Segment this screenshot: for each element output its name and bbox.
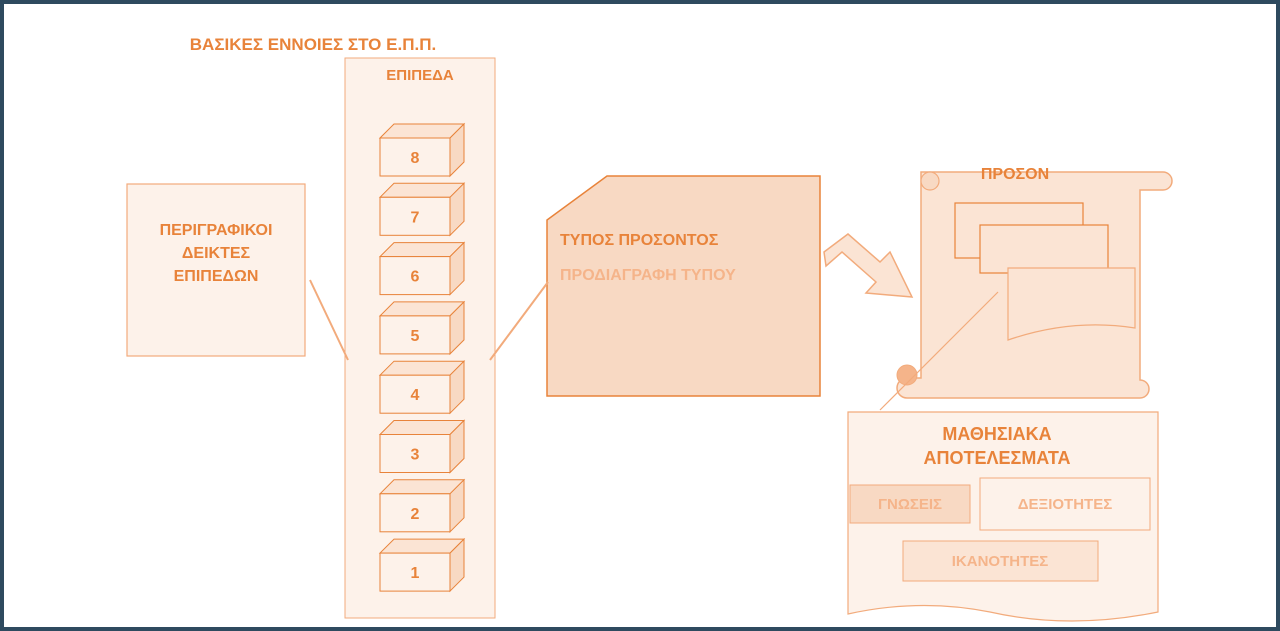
descriptors-connector [309, 279, 349, 361]
level-label-6: 6 [411, 269, 420, 286]
learning-outcomes-line-2: ΑΠΟΤΕΛΕΣΜΑΤΑ [924, 448, 1071, 468]
level-label-1: 1 [411, 565, 420, 582]
arrow-icon [823, 233, 914, 298]
levels-stack: 8 7 6 5 4 3 2 1 [378, 122, 466, 593]
level-box-3: 3 [378, 419, 466, 474]
diagram-title: ΒΑΣΙΚΕΣ ΕΝΝΟΙΕΣ ΣΤΟ Ε.Π.Π. [190, 35, 436, 54]
skills-box [979, 477, 1151, 531]
level-box-4: 4 [378, 359, 466, 415]
descriptors-line-1: ΠΕΡΙΓΡΑΦΙΚΟΙ [160, 222, 273, 239]
level-label-4: 4 [411, 387, 420, 404]
descriptors-box [126, 183, 306, 357]
level-box-1: 1 [378, 537, 466, 593]
qualification-title: ΠΡΟΣΟΝ [981, 166, 1049, 183]
level-box-2: 2 [378, 478, 466, 534]
level-box-7: 7 [378, 182, 466, 237]
level-label-3: 3 [411, 447, 420, 464]
product-type-box [546, 175, 821, 397]
level-label-8: 8 [411, 150, 420, 167]
level-box-5: 5 [378, 300, 466, 356]
product-type-connector [489, 281, 549, 361]
level-label-7: 7 [411, 209, 420, 226]
competences-label: ΙΚΑΝΟΤΗΤΕΣ [952, 553, 1049, 570]
descriptors-line-3: ΕΠΙΠΕΔΩΝ [174, 268, 259, 285]
levels-header: ΕΠΙΠΕΔΑ [386, 67, 454, 84]
level-label-5: 5 [411, 328, 420, 345]
knowledge-box [849, 484, 971, 524]
competences-box [902, 540, 1099, 582]
level-box-8: 8 [378, 122, 466, 178]
knowledge-label: ΓΝΩΣΕΙΣ [878, 496, 942, 513]
product-type-label: ΤΥΠΟΣ ΠΡΟΣΟΝΤΟΣ [560, 232, 719, 249]
descriptors-line-2: ΔΕΙΚΤΕΣ [182, 245, 251, 262]
level-label-2: 2 [411, 506, 420, 523]
skills-label: ΔΕΞΙΟΤΗΤΕΣ [1018, 496, 1112, 513]
learning-outcomes-line-1: ΜΑΘΗΣΙΑΚΑ [942, 424, 1051, 444]
qualification-scroll [879, 171, 1173, 411]
level-box-6: 6 [378, 241, 466, 296]
type-spec-label: ΠΡΟΔΙΑΓΡΑΦΗ ΤΥΠΟΥ [560, 267, 736, 284]
